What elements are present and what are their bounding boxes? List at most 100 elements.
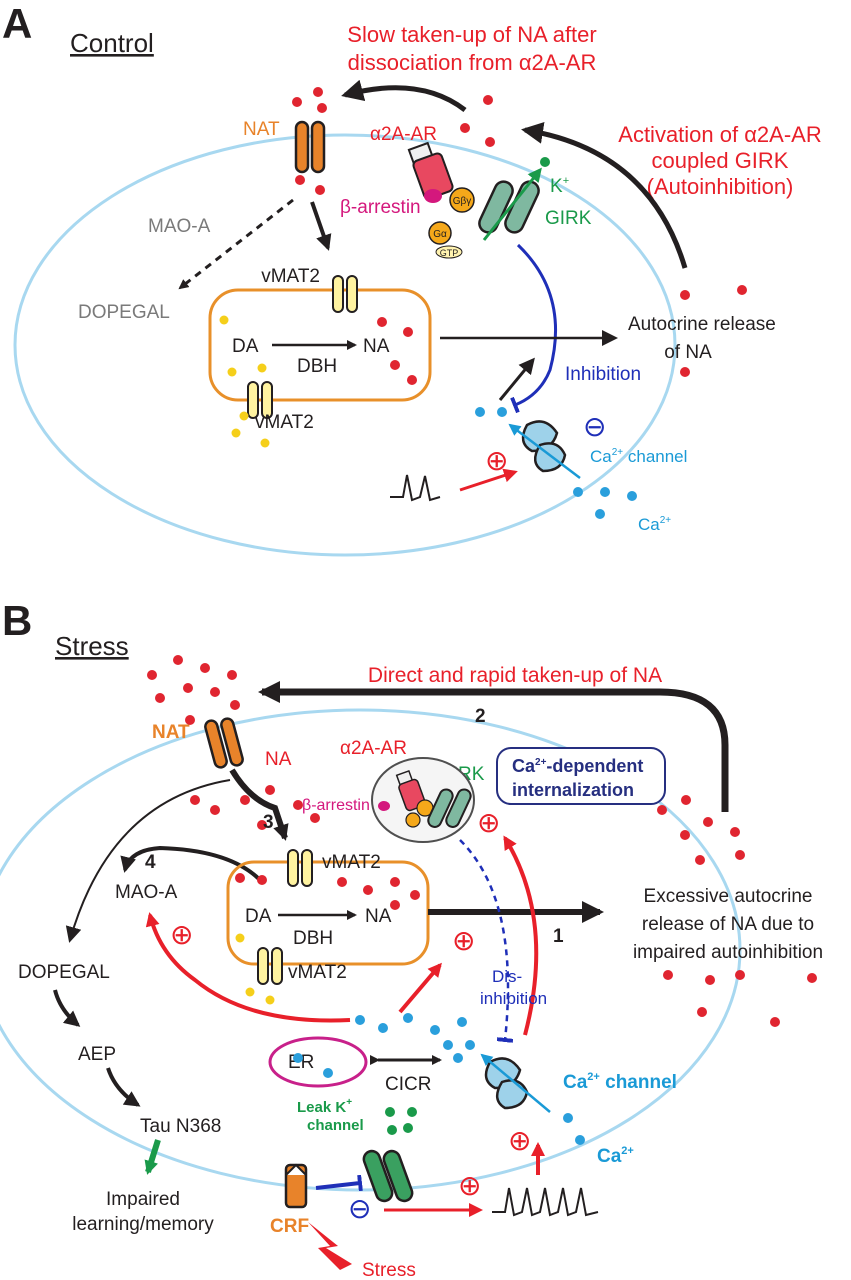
- ca-channel-label-a: Ca2+ channel: [590, 447, 687, 466]
- step-2-label: 2: [475, 706, 486, 727]
- k-dots-b: [385, 1107, 417, 1135]
- nat-to-dopegal-arrow: [65, 779, 231, 943]
- ca-to-internalization-arrow: [503, 835, 539, 1036]
- panel-a-title: Control: [70, 28, 154, 58]
- ca-channel-b: [484, 1057, 529, 1110]
- disinhibition-label-2: inhibition: [480, 989, 547, 1008]
- tau-label: Tau N368: [140, 1116, 221, 1137]
- excessive-label-3: impaired autoinhibition: [633, 942, 823, 963]
- panel-a-letter: A: [2, 0, 32, 47]
- ca-ion-label-a: Ca2+: [638, 515, 671, 534]
- impaired-label-1: Impaired: [106, 1189, 180, 1210]
- da-label-b: DA: [245, 906, 272, 927]
- leak-label-1: Leak K+: [297, 1097, 352, 1116]
- step-4-label: 4: [145, 852, 156, 873]
- crf-inhibit-leak: [315, 1174, 363, 1192]
- panel-b: B Stress Direct and rapid taken-up of NA…: [0, 597, 823, 1280]
- er-ca-dot-2: [323, 1068, 333, 1078]
- na-dots-vesicle-b: [235, 873, 420, 910]
- internalization-label-1: Ca2+-dependent: [512, 756, 643, 776]
- plus-sign-ap: ⊕: [458, 1170, 481, 1201]
- panel-b-title: Stress: [55, 631, 129, 661]
- plus-sign-a: ⊕: [485, 445, 508, 476]
- plus-sign-maoa: ⊕: [170, 919, 193, 950]
- vmat-top-label-a: vMAT2: [261, 266, 320, 287]
- panel-a: A Control Slow taken-up of NA after diss…: [2, 0, 822, 557]
- inhibition-label-a: Inhibition: [565, 364, 641, 385]
- vmat-top-b: [287, 849, 313, 887]
- step-3-label: 3: [263, 812, 274, 833]
- a2a-label-a: α2A-AR: [370, 124, 437, 145]
- vesicle-a: [208, 288, 432, 402]
- nat-transporter-a: [294, 120, 326, 174]
- minus-sign-b: ⊖: [348, 1193, 371, 1224]
- na-dots-vesicle-a: [377, 317, 417, 385]
- action-potential-a: [390, 474, 441, 502]
- vmat-top-a: [332, 275, 358, 313]
- ga-label-a: Gα: [433, 229, 447, 240]
- nat-label-a: NAT: [243, 119, 280, 140]
- er-organelle: [268, 1036, 368, 1088]
- barrestin-label-b: β-arrestin: [302, 797, 370, 814]
- burst-firing: [492, 1187, 599, 1217]
- girk-channel-b: [427, 788, 472, 828]
- dopegal-to-aep-arrow: [53, 989, 81, 1027]
- dopegal-label-b: DOPEGAL: [18, 962, 110, 983]
- vmat-top-label-b: vMAT2: [322, 852, 381, 873]
- dopegal-label-a: DOPEGAL: [78, 302, 170, 323]
- vmat-bottom-a: [247, 381, 273, 419]
- girk-label-a: GIRK: [545, 208, 592, 229]
- er-ca-dot-1: [293, 1053, 303, 1063]
- da-label-a: DA: [232, 336, 259, 357]
- na-label-vesicle-a: NA: [363, 336, 390, 357]
- tau-to-memory-arrow: [144, 1139, 161, 1175]
- k-efflux-arrow: [482, 167, 542, 241]
- impaired-label-2: learning/memory: [72, 1214, 214, 1235]
- inhibition-line-a: [510, 243, 557, 414]
- ca-to-maoa-arrow: [145, 912, 351, 1023]
- activation-label-2: coupled GIRK: [652, 148, 789, 173]
- nat-transporter-b: [204, 717, 244, 769]
- na-label-b: NA: [265, 749, 292, 770]
- slow-uptake-label-2: dissociation from α2A-AR: [348, 50, 597, 75]
- nat-label-b: NAT: [152, 722, 190, 743]
- ga-subunit-b: [405, 812, 421, 828]
- autoinhibition-arrow: [521, 121, 688, 269]
- dbh-label-b: DBH: [293, 928, 333, 949]
- girk-channel-a: [478, 180, 540, 234]
- leak-label-2: channel: [307, 1117, 364, 1134]
- ca-channel-a: [521, 420, 567, 473]
- barrestin-blob-b: [378, 801, 390, 811]
- minus-sign-a: ⊖: [583, 411, 606, 442]
- direct-uptake-label: Direct and rapid taken-up of NA: [368, 664, 662, 687]
- direct-uptake-arrow: [258, 681, 729, 812]
- barrestin-label-a: β-arrestin: [340, 197, 421, 218]
- step-1-label: 1: [553, 926, 564, 947]
- disinhibition-line: [459, 839, 514, 1043]
- plus-sign-release: ⊕: [452, 925, 475, 956]
- da-dots-a: [219, 315, 270, 448]
- excessive-label-2: release of NA due to: [642, 914, 814, 935]
- panel-b-letter: B: [2, 597, 32, 644]
- internalization-box: [496, 747, 666, 805]
- ca-to-release-arrow-b: [398, 962, 442, 1014]
- maoa-dashed-arrow: [178, 198, 294, 290]
- vmat-bottom-label-a: vMAT2: [255, 412, 314, 433]
- slow-uptake-label-1: Slow taken-up of NA after: [347, 22, 596, 47]
- dbh-label-a: DBH: [297, 356, 337, 377]
- barrestin-blob-a: [424, 189, 442, 203]
- da-dots-b: [235, 933, 275, 1005]
- ca-ion-label-b: Ca2+: [597, 1145, 634, 1167]
- stress-lightning-icon: [308, 1222, 352, 1270]
- maoa-label-b: MAO-A: [115, 882, 178, 903]
- ca-channel-label-b: Ca2+ channel: [563, 1071, 677, 1093]
- nat-to-vmat-arrow: [310, 201, 332, 251]
- k-ion-a: [540, 157, 550, 167]
- crf-receptor: [284, 1163, 308, 1209]
- maoa-label-a: MAO-A: [148, 216, 211, 237]
- na-dots-extracellular-a: [292, 87, 747, 377]
- gby-subunit-a: [449, 187, 475, 213]
- plus-sign-internal: ⊕: [477, 807, 500, 838]
- na-label-vesicle-b: NA: [365, 906, 392, 927]
